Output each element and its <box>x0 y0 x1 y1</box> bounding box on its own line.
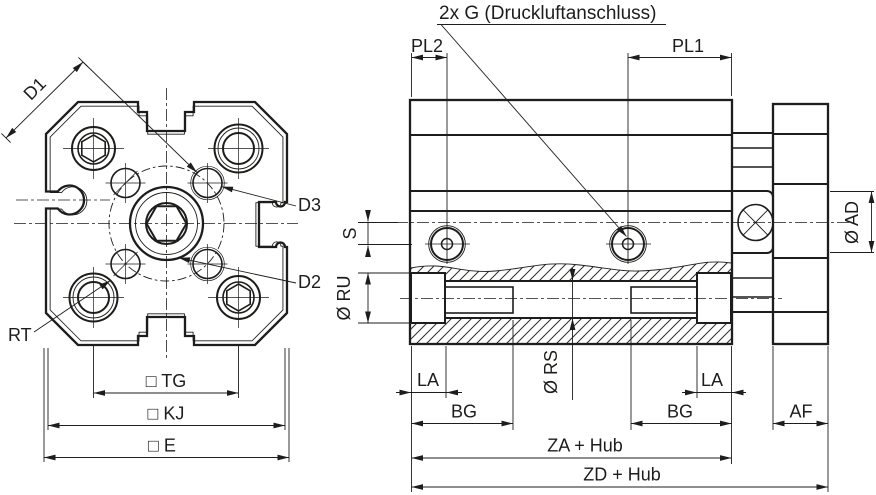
small-hole-top-right <box>187 163 228 203</box>
dim-label-kj: □ KJ <box>148 404 185 424</box>
dim-d1: D1 <box>1 57 198 173</box>
dim-bg-right: BG <box>631 402 732 427</box>
dim-rt: RT <box>8 280 111 345</box>
dim-label-zd: ZD + Hub <box>583 465 661 485</box>
front-plate-inner-contour <box>49 105 284 342</box>
dim-s: S <box>340 210 412 257</box>
dim-label-s: S <box>340 227 360 239</box>
dim-kj: □ KJ <box>47 348 286 430</box>
dim-d2: D2 <box>178 257 321 292</box>
mounting-hole-top-left <box>63 118 124 179</box>
small-hole-top-left <box>105 163 146 203</box>
side-view: 2x G (Druckluftanschluss) PL2 PL1 S <box>334 3 875 492</box>
dim-tg: □ TG <box>93 346 239 398</box>
front-view: D1 D3 D2 RT □ TG □ KJ <box>1 57 321 462</box>
dim-label-ad: Ø AD <box>842 201 862 244</box>
bushing-left <box>410 272 446 324</box>
hex-socket-icon <box>226 283 251 312</box>
break-line <box>410 261 732 272</box>
dim-label-ru: Ø RU <box>334 276 354 321</box>
dim-rs: Ø RS <box>541 268 576 400</box>
dim-label-za: ZA + Hub <box>547 436 623 456</box>
dim-la-right: LA <box>682 370 746 396</box>
dim-label-rt: RT <box>8 325 32 345</box>
dim-af: AF <box>773 402 828 427</box>
dim-za: ZA + Hub <box>411 436 732 461</box>
mounting-hole-top-right <box>208 118 269 179</box>
dim-pl2: PL2 <box>411 36 447 97</box>
dim-ad: Ø AD <box>830 191 875 253</box>
dim-pl1: PL1 <box>628 36 732 96</box>
air-port-left <box>425 225 470 263</box>
dim-e: □ E <box>43 348 290 462</box>
dim-label-e: □ E <box>148 436 176 456</box>
dim-label-tg: □ TG <box>146 371 187 391</box>
dim-label-d3: D3 <box>298 195 321 215</box>
dim-bg-left: BG <box>411 402 513 427</box>
dim-zd: ZD + Hub <box>411 465 828 490</box>
cylinder-body <box>408 98 734 346</box>
dim-label-la-left: LA <box>417 370 439 390</box>
dim-label-pl1: PL1 <box>672 36 704 56</box>
dim-label-bg-left: BG <box>451 402 477 422</box>
dim-label-rs: Ø RS <box>541 350 561 394</box>
port-note-label: 2x G (Druckluftanschluss) <box>439 3 657 24</box>
port-note: 2x G (Druckluftanschluss) <box>437 3 666 237</box>
small-hole-bottom-left <box>105 244 146 284</box>
dim-d3: D3 <box>221 186 321 215</box>
air-port-right <box>606 225 651 263</box>
dim-label-bg-right: BG <box>667 402 693 422</box>
dim-label-pl2: PL2 <box>411 36 443 56</box>
dim-label-af: AF <box>789 402 812 422</box>
bottom-extension-lines <box>411 320 829 492</box>
dim-la-left: LA <box>396 370 462 396</box>
mounting-hole-bottom-right <box>208 267 269 328</box>
dim-ru: Ø RU <box>334 272 414 324</box>
end-flange <box>771 102 830 346</box>
bolt-circle <box>108 165 225 282</box>
bushing-right <box>696 272 732 324</box>
hex-socket-icon <box>81 134 106 163</box>
front-plate-outline <box>44 100 289 347</box>
mounting-hole-bottom-left <box>63 267 124 328</box>
rod-hex-socket-icon <box>145 205 188 242</box>
piston-rod-end <box>128 185 205 262</box>
dim-label-la-right: LA <box>701 370 723 390</box>
dim-label-d2: D2 <box>298 272 321 292</box>
